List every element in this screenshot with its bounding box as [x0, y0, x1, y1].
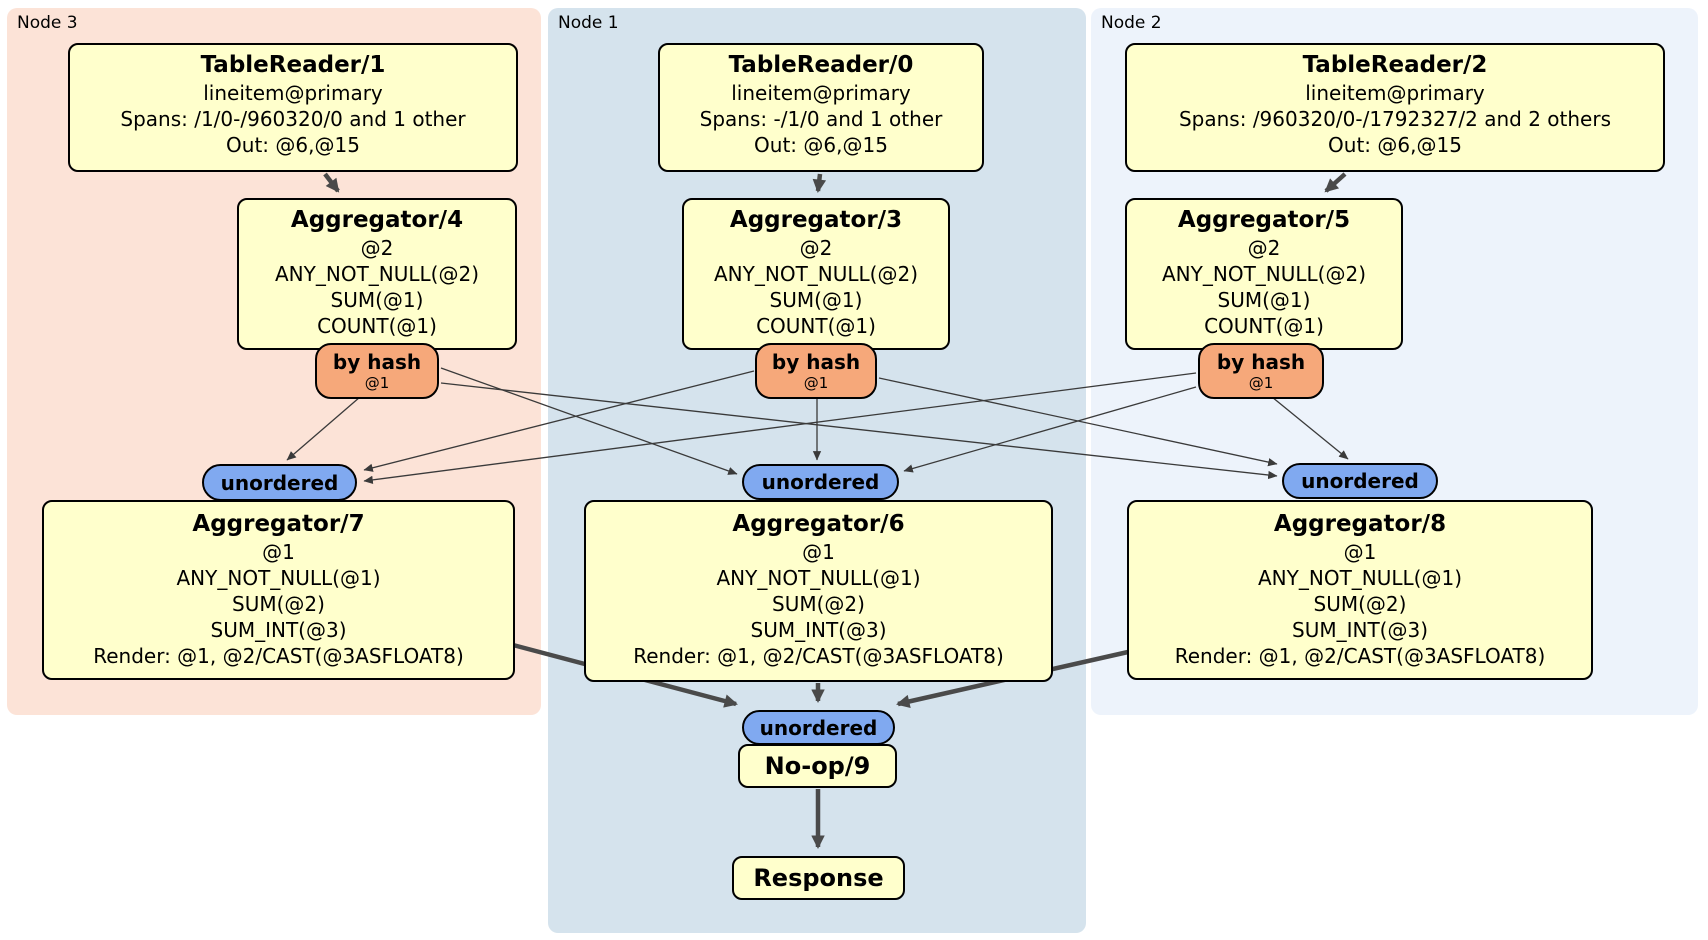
box-title: Aggregator/5 — [1177, 207, 1351, 233]
box-line: lineitem@primary — [203, 81, 383, 105]
box-line: lineitem@primary — [731, 81, 911, 105]
box-line: Render: @1, @2/CAST(@3ASFLOAT8) — [93, 644, 464, 668]
by-hash-router-node3: by hash @1 — [315, 343, 439, 399]
box-line: Out: @6,@15 — [226, 133, 360, 157]
router-detail: @1 — [364, 373, 390, 392]
unordered-stream-node2: unordered — [1282, 463, 1438, 499]
box-line: SUM(@1) — [769, 288, 863, 312]
box-title: TableReader/0 — [728, 52, 914, 78]
box-line: ANY_NOT_NULL(@1) — [716, 566, 921, 590]
aggregator-6-box: Aggregator/6 @1 ANY_NOT_NULL(@1) SUM(@2)… — [584, 500, 1053, 682]
aggregator-4-box: Aggregator/4 @2 ANY_NOT_NULL(@2) SUM(@1)… — [237, 198, 517, 350]
aggregator-8-box: Aggregator/8 @1 ANY_NOT_NULL(@1) SUM(@2)… — [1127, 500, 1593, 680]
box-title: TableReader/2 — [1302, 52, 1488, 78]
box-line: Render: @1, @2/CAST(@3ASFLOAT8) — [1174, 644, 1546, 668]
aggregator-3-box: Aggregator/3 @2 ANY_NOT_NULL(@2) SUM(@1)… — [682, 198, 950, 350]
box-line: @1 — [802, 540, 835, 564]
box-line: COUNT(@1) — [1204, 314, 1324, 338]
router-label: by hash — [771, 349, 861, 374]
box-title: Aggregator/8 — [1273, 511, 1447, 537]
box-line: Render: @1, @2/CAST(@3ASFLOAT8) — [633, 644, 1004, 668]
box-line: SUM(@2) — [232, 592, 325, 616]
box-title: TableReader/1 — [200, 52, 386, 78]
router-detail: @1 — [803, 373, 829, 392]
response-box: Response — [732, 856, 905, 900]
tablereader-to-aggregator-edges — [323, 172, 1347, 194]
box-line: ANY_NOT_NULL(@2) — [714, 262, 918, 286]
node2-label: Node 2 — [1101, 13, 1162, 33]
box-line: COUNT(@1) — [317, 314, 437, 338]
box-line: @1 — [262, 540, 295, 564]
box-line: SUM(@2) — [1313, 592, 1407, 616]
by-hash-router-node2: by hash @1 — [1198, 343, 1324, 399]
unordered-stream-node3: unordered — [202, 464, 357, 501]
box-line: Spans: -/1/0 and 1 other — [699, 107, 943, 131]
box-line: Spans: /1/0-/960320/0 and 1 other — [120, 107, 466, 131]
box-line: ANY_NOT_NULL(@2) — [275, 262, 479, 286]
aggregator-7-box: Aggregator/7 @1 ANY_NOT_NULL(@1) SUM(@2)… — [42, 500, 515, 680]
box-line: SUM_INT(@3) — [210, 618, 347, 642]
box-line: ANY_NOT_NULL(@1) — [176, 566, 381, 590]
no-op-9-box: No-op/9 — [738, 744, 897, 788]
node1-label: Node 1 — [558, 13, 619, 33]
box-line: SUM_INT(@3) — [1292, 618, 1428, 642]
box-line: @2 — [799, 236, 833, 260]
unordered-stream-node1: unordered — [742, 464, 899, 500]
box-line: SUM(@1) — [1217, 288, 1311, 312]
node3-label: Node 3 — [17, 13, 78, 33]
box-line: Out: @6,@15 — [754, 133, 888, 157]
box-line: Out: @6,@15 — [1328, 133, 1462, 157]
box-line: lineitem@primary — [1305, 81, 1485, 105]
box-line: @2 — [360, 236, 394, 260]
aggregator-5-box: Aggregator/5 @2 ANY_NOT_NULL(@2) SUM(@1)… — [1125, 198, 1403, 350]
box-line: SUM_INT(@3) — [750, 618, 887, 642]
tablereader-2-box: TableReader/2 lineitem@primary Spans: /9… — [1125, 43, 1665, 172]
box-line: SUM(@2) — [772, 592, 865, 616]
box-line: @2 — [1247, 236, 1281, 260]
box-line: ANY_NOT_NULL(@1) — [1258, 566, 1462, 590]
router-detail: @1 — [1248, 373, 1274, 392]
router-label: by hash — [1216, 349, 1306, 374]
box-title: Aggregator/3 — [729, 207, 903, 233]
by-hash-router-node1: by hash @1 — [755, 343, 877, 399]
box-title: Aggregator/7 — [192, 511, 365, 537]
unordered-stream-final: unordered — [742, 710, 895, 745]
box-line: COUNT(@1) — [756, 314, 876, 338]
hash-router-mesh-edges — [286, 367, 1349, 484]
tablereader-0-box: TableReader/0 lineitem@primary Spans: -/… — [658, 43, 984, 172]
box-line: SUM(@1) — [330, 288, 424, 312]
tablereader-1-box: TableReader/1 lineitem@primary Spans: /1… — [68, 43, 518, 172]
box-line: @1 — [1343, 540, 1377, 564]
box-title: Aggregator/6 — [732, 511, 905, 537]
box-line: ANY_NOT_NULL(@2) — [1162, 262, 1366, 286]
box-title: Aggregator/4 — [290, 207, 464, 233]
router-label: by hash — [332, 349, 422, 374]
box-line: Spans: /960320/0-/1792327/2 and 2 others — [1178, 107, 1611, 131]
